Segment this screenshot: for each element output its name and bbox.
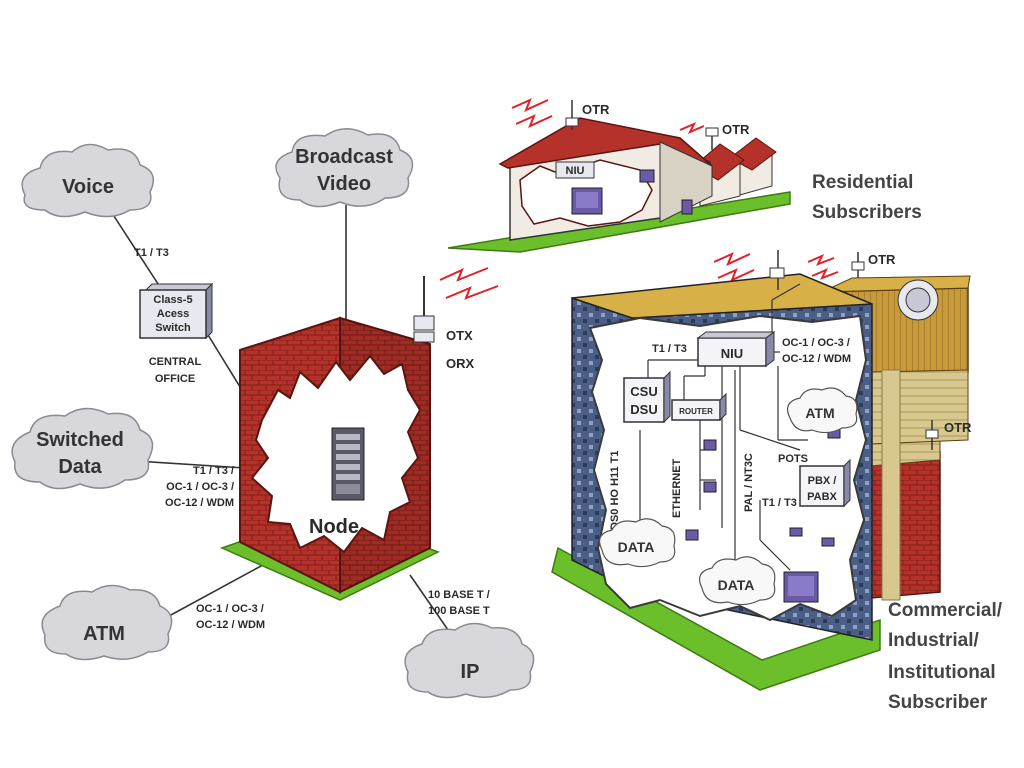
commercial-oc-link-2: OC-12 / WDM bbox=[782, 353, 851, 365]
otr-antenna-com-side-icon bbox=[925, 420, 939, 450]
router-box: ROUTER bbox=[671, 392, 727, 422]
voice-link-label: T1 / T3 bbox=[134, 247, 169, 259]
cloud-data-left-label: DATA bbox=[618, 539, 655, 555]
cloud-switched-data: Switched Data bbox=[11, 407, 154, 490]
switched-link-label-1: T1 / T3 / bbox=[193, 465, 234, 477]
csu-label: CSU bbox=[630, 384, 657, 399]
residential-houses: NIU bbox=[447, 117, 791, 253]
router-label: ROUTER bbox=[679, 407, 713, 416]
csu-dsu-box: CSU DSU bbox=[623, 370, 671, 424]
switched-link-label-3: OC-12 / WDM bbox=[165, 497, 234, 509]
co-node-line bbox=[204, 329, 246, 396]
node-building: Node bbox=[219, 276, 440, 601]
otr-com-side-label: OTR bbox=[944, 420, 972, 435]
cloud-broadcast-video: Broadcast Video bbox=[275, 128, 414, 208]
commercial-title-3: Institutional bbox=[888, 662, 996, 683]
cloud-data-left: DATA bbox=[599, 518, 676, 568]
class5-switch-box: Class-5 Acess Switch bbox=[139, 282, 214, 340]
otr-res-2-label: OTR bbox=[722, 122, 750, 137]
ds0-vertical-label: DS0 HO H11 T1 bbox=[609, 451, 621, 530]
cloud-switched-label-1: Switched bbox=[36, 429, 124, 451]
cloud-atm-inside-label: ATM bbox=[805, 405, 834, 421]
atm-link-label-2: OC-12 / WDM bbox=[196, 619, 265, 631]
pbx-box: PBX / PABX bbox=[799, 458, 851, 508]
cloud-data-right: DATA bbox=[699, 556, 776, 606]
commercial-title-4: Subscriber bbox=[888, 692, 988, 713]
ip-link-label-2: 100 BASE T bbox=[428, 605, 490, 617]
cloud-voice: Voice bbox=[21, 143, 155, 218]
cloud-atm: ATM bbox=[41, 584, 173, 661]
orx-label: ORX bbox=[446, 356, 475, 371]
cloud-voice-label: Voice bbox=[62, 176, 114, 198]
commercial-niu-box: NIU bbox=[696, 331, 776, 367]
ip-link-label-1: 10 BASE T / bbox=[428, 589, 490, 601]
cloud-broadcast-label-2: Video bbox=[317, 173, 371, 195]
residential-title-2: Subscribers bbox=[812, 202, 922, 223]
otx-antenna-icon bbox=[413, 276, 435, 343]
node-label: Node bbox=[309, 516, 359, 538]
pbx-label-2: PABX bbox=[807, 491, 837, 503]
cloud-atm-inside: ATM bbox=[787, 387, 858, 434]
commercial-oc-link-1: OC-1 / OC-3 / bbox=[782, 337, 850, 349]
cloud-ip: IP bbox=[404, 622, 535, 699]
class5-label-1: Class-5 bbox=[153, 294, 192, 306]
pbx-t1t3-label: T1 / T3 bbox=[762, 497, 797, 509]
residential-niu-label: NIU bbox=[566, 165, 585, 177]
ethernet-vertical-label: ETHERNET bbox=[671, 458, 683, 518]
commercial-t1t3-top: T1 / T3 bbox=[652, 343, 687, 355]
switched-link-label-2: OC-1 / OC-3 / bbox=[166, 481, 234, 493]
voice-link-line bbox=[109, 209, 163, 291]
atm-link-line bbox=[157, 559, 273, 623]
commercial-title-2: Industrial/ bbox=[888, 630, 980, 651]
class5-label-2: Acess bbox=[157, 308, 189, 320]
otr-antenna-com-top-icon bbox=[769, 250, 865, 290]
central-office-label-2: OFFICE bbox=[155, 373, 195, 385]
otr-res-1-label: OTR bbox=[582, 102, 610, 117]
central-office-label-1: CENTRAL bbox=[149, 356, 202, 368]
cloud-switched-label-2: Data bbox=[58, 456, 102, 478]
residential-title-1: Residential bbox=[812, 172, 913, 193]
dsu-label: DSU bbox=[630, 402, 657, 417]
cloud-ip-label: IP bbox=[461, 661, 480, 683]
pal-vertical-label: PAL / NT3C bbox=[743, 453, 755, 512]
commercial-title-1: Commercial/ bbox=[888, 600, 1003, 621]
atm-link-label-1: OC-1 / OC-3 / bbox=[196, 603, 264, 615]
class5-label-3: Switch bbox=[155, 322, 191, 334]
commercial-contents bbox=[639, 283, 808, 571]
otr-antenna-res-1-icon bbox=[565, 100, 579, 130]
cloud-broadcast-label-1: Broadcast bbox=[295, 146, 393, 168]
workstation-icons bbox=[685, 427, 841, 603]
cloud-data-right-label: DATA bbox=[718, 577, 755, 593]
node-server-rack bbox=[331, 427, 365, 501]
otr-antenna-res-2-icon bbox=[705, 127, 719, 150]
otr-com-top-label: OTR bbox=[868, 252, 896, 267]
commercial-niu-label: NIU bbox=[721, 346, 743, 361]
otx-label: OTX bbox=[446, 328, 473, 343]
pbx-label-1: PBX / bbox=[808, 475, 837, 487]
cloud-atm-label: ATM bbox=[83, 623, 125, 645]
pots-label: POTS bbox=[778, 453, 808, 465]
